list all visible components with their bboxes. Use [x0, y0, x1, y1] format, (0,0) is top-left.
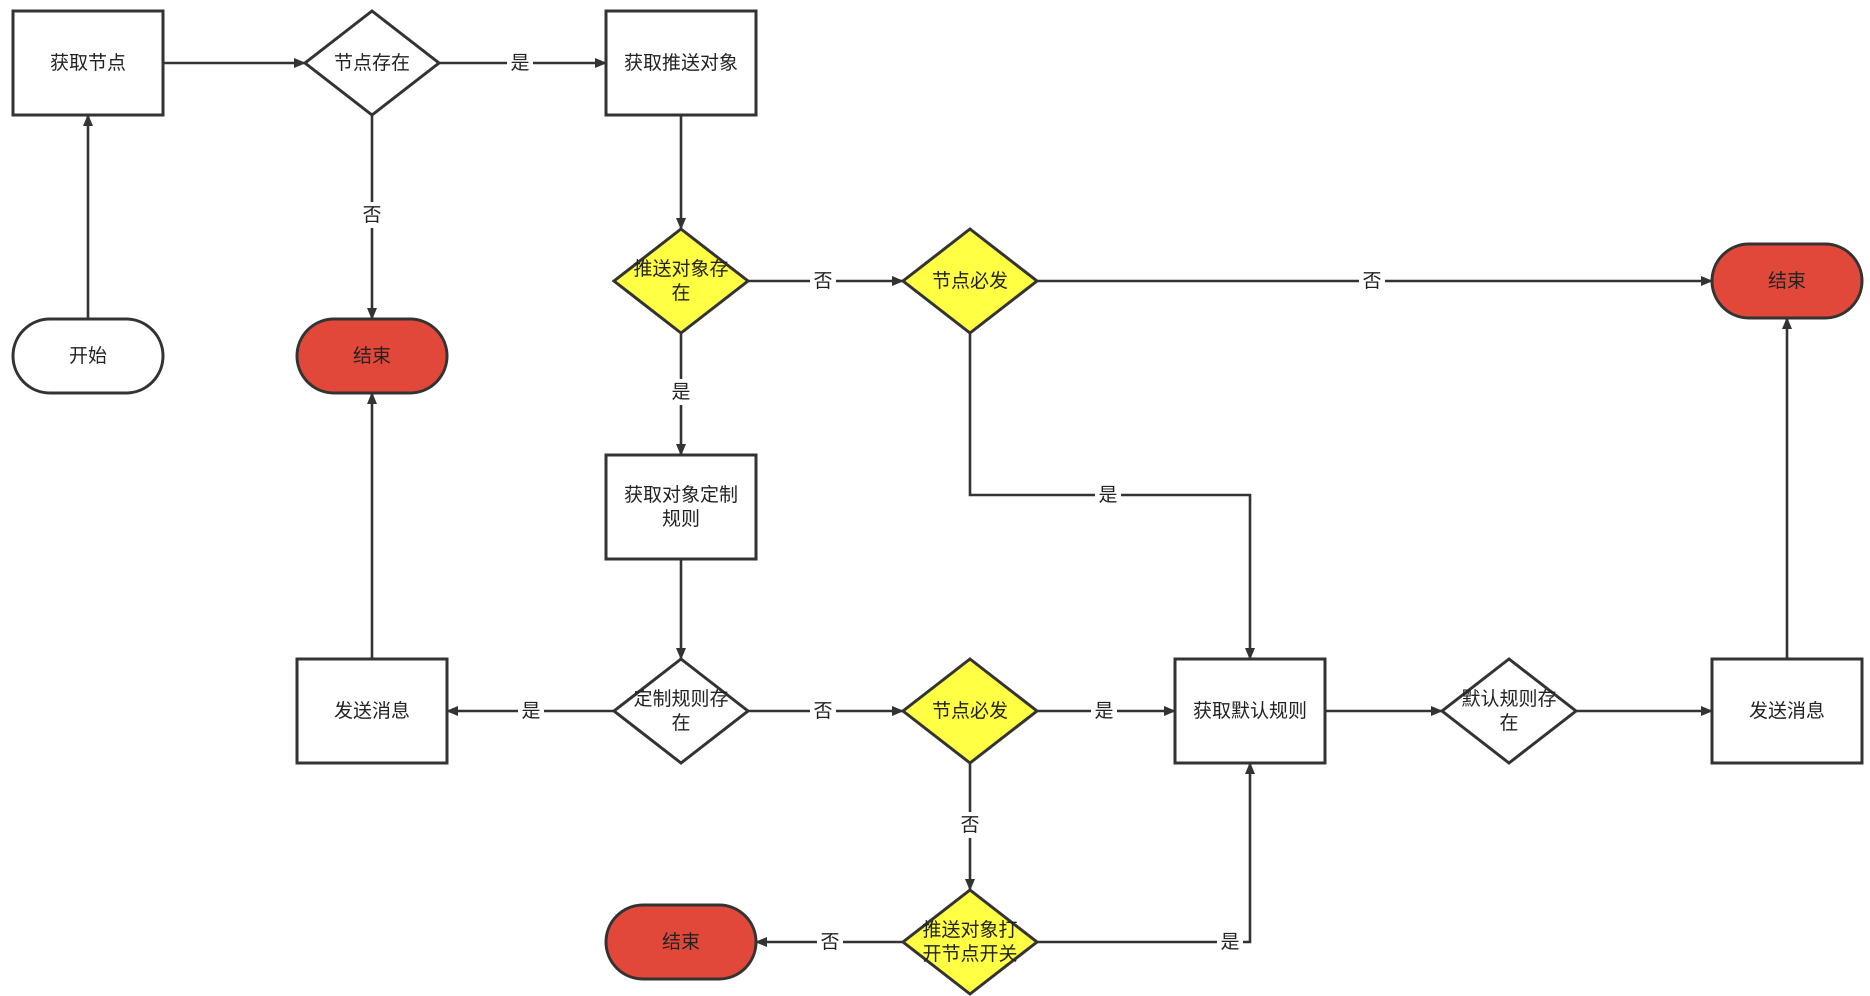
process-box [604, 9, 758, 117]
edge-label-background [518, 698, 544, 724]
edge-label-background [957, 812, 983, 838]
decision-diamond [611, 227, 751, 335]
node-label: 推送对象打 [922, 919, 1017, 941]
node-label: 结束 [353, 345, 391, 367]
node-label: 开节点开关 [922, 943, 1017, 965]
node-label: 在 [671, 712, 690, 734]
edge-label: 是 [1220, 931, 1239, 953]
process-box [11, 9, 165, 117]
node-start: 开始 [11, 317, 165, 395]
edge-node-must-send-1-to-get-default-rule: 是 [968, 333, 1255, 660]
edge-label: 是 [1094, 700, 1113, 722]
edge-push-target-exists-to-get-custom-rule: 是 [668, 333, 694, 456]
edge-node-must-send-1-to-end-2: 否 [1037, 268, 1713, 294]
edge-label-background [1091, 698, 1117, 724]
edge-node-exists-to-get-push-target: 是 [439, 50, 607, 76]
process-box [295, 657, 449, 765]
edge-node-exists-to-end-1: 否 [359, 115, 385, 320]
edge-label: 是 [671, 381, 690, 403]
edge-custom-rule-exists-to-send-message-1: 是 [446, 698, 614, 724]
node-get-push-target: 获取推送对象 [604, 9, 758, 117]
edge-label: 否 [813, 700, 832, 722]
edge-node-must-send-2-to-push-target-node-switch: 否 [957, 763, 983, 891]
process-box [1710, 657, 1864, 765]
edge-label: 否 [960, 814, 979, 836]
node-label: 定制规则存 [633, 688, 728, 710]
node-label: 节点必发 [932, 700, 1008, 722]
edge-label-background [1095, 482, 1121, 508]
node-label: 在 [671, 282, 690, 304]
edge-node-must-send-2-to-get-default-rule: 是 [1037, 698, 1176, 724]
node-get-default-rule: 获取默认规则 [1173, 657, 1327, 765]
node-label: 推送对象存 [633, 258, 728, 280]
decision-diamond [302, 9, 442, 117]
edge-label-background [359, 202, 385, 228]
nodes-layer: 获取节点节点存在获取推送对象开始结束推送对象存在节点必发结束获取对象定制规则发送… [11, 9, 1864, 996]
edge-push-target-node-switch-to-end-3: 否 [755, 929, 903, 955]
edge-custom-rule-exists-to-node-must-send-2: 否 [748, 698, 904, 724]
edge-label-background [810, 268, 836, 294]
node-get-node: 获取节点 [11, 9, 165, 117]
end-terminal [295, 317, 449, 395]
process-box [1173, 657, 1327, 765]
node-end-2: 结束 [1710, 242, 1864, 320]
node-label: 节点存在 [334, 52, 410, 74]
node-label: 发送消息 [1749, 700, 1825, 722]
decision-diamond [611, 657, 751, 765]
node-label: 获取节点 [50, 52, 126, 74]
node-label: 默认规则存 [1461, 688, 1556, 710]
node-send-message-2: 发送消息 [1710, 657, 1864, 765]
edge-line [1037, 762, 1255, 944]
node-end-1: 结束 [295, 317, 449, 395]
node-node-exists: 节点存在 [302, 9, 442, 117]
edges-layer: 是否否否是是是否是否否是 [83, 50, 1792, 955]
edge-label-background [668, 379, 694, 405]
node-end-3: 结束 [604, 903, 758, 981]
node-label: 开始 [69, 345, 107, 367]
node-label: 获取默认规则 [1193, 700, 1307, 722]
edge-label: 否 [820, 931, 839, 953]
node-label: 发送消息 [334, 700, 410, 722]
node-node-must-send-2: 节点必发 [900, 657, 1040, 765]
edge-push-target-node-switch-to-get-default-rule: 是 [1037, 762, 1255, 955]
end-terminal [604, 903, 758, 981]
node-send-message-1: 发送消息 [295, 657, 449, 765]
decision-diamond [900, 227, 1040, 335]
node-label: 规则 [662, 508, 700, 530]
edge-label-background [1217, 929, 1243, 955]
node-label: 结束 [1768, 270, 1806, 292]
start-terminal [11, 317, 165, 395]
edge-label: 是 [510, 52, 529, 74]
decision-diamond [900, 888, 1040, 996]
edge-label: 是 [1098, 484, 1117, 506]
node-label: 获取推送对象 [624, 52, 738, 74]
edge-label: 否 [1362, 270, 1381, 292]
node-label: 在 [1499, 712, 1518, 734]
edge-label: 否 [362, 204, 381, 226]
node-label: 节点必发 [932, 270, 1008, 292]
node-label: 获取对象定制 [624, 484, 738, 506]
edge-push-target-exists-to-node-must-send-1: 否 [748, 268, 904, 294]
decision-diamond [1439, 657, 1579, 765]
edge-label: 否 [813, 270, 832, 292]
node-node-must-send-1: 节点必发 [900, 227, 1040, 335]
decision-diamond [900, 657, 1040, 765]
node-label: 结束 [662, 931, 700, 953]
end-terminal [1710, 242, 1864, 320]
edge-label: 是 [521, 700, 540, 722]
edge-label-background [817, 929, 843, 955]
edge-label-background [1359, 268, 1385, 294]
edge-label-background [507, 50, 533, 76]
edge-label-background [810, 698, 836, 724]
process-box [604, 453, 758, 561]
